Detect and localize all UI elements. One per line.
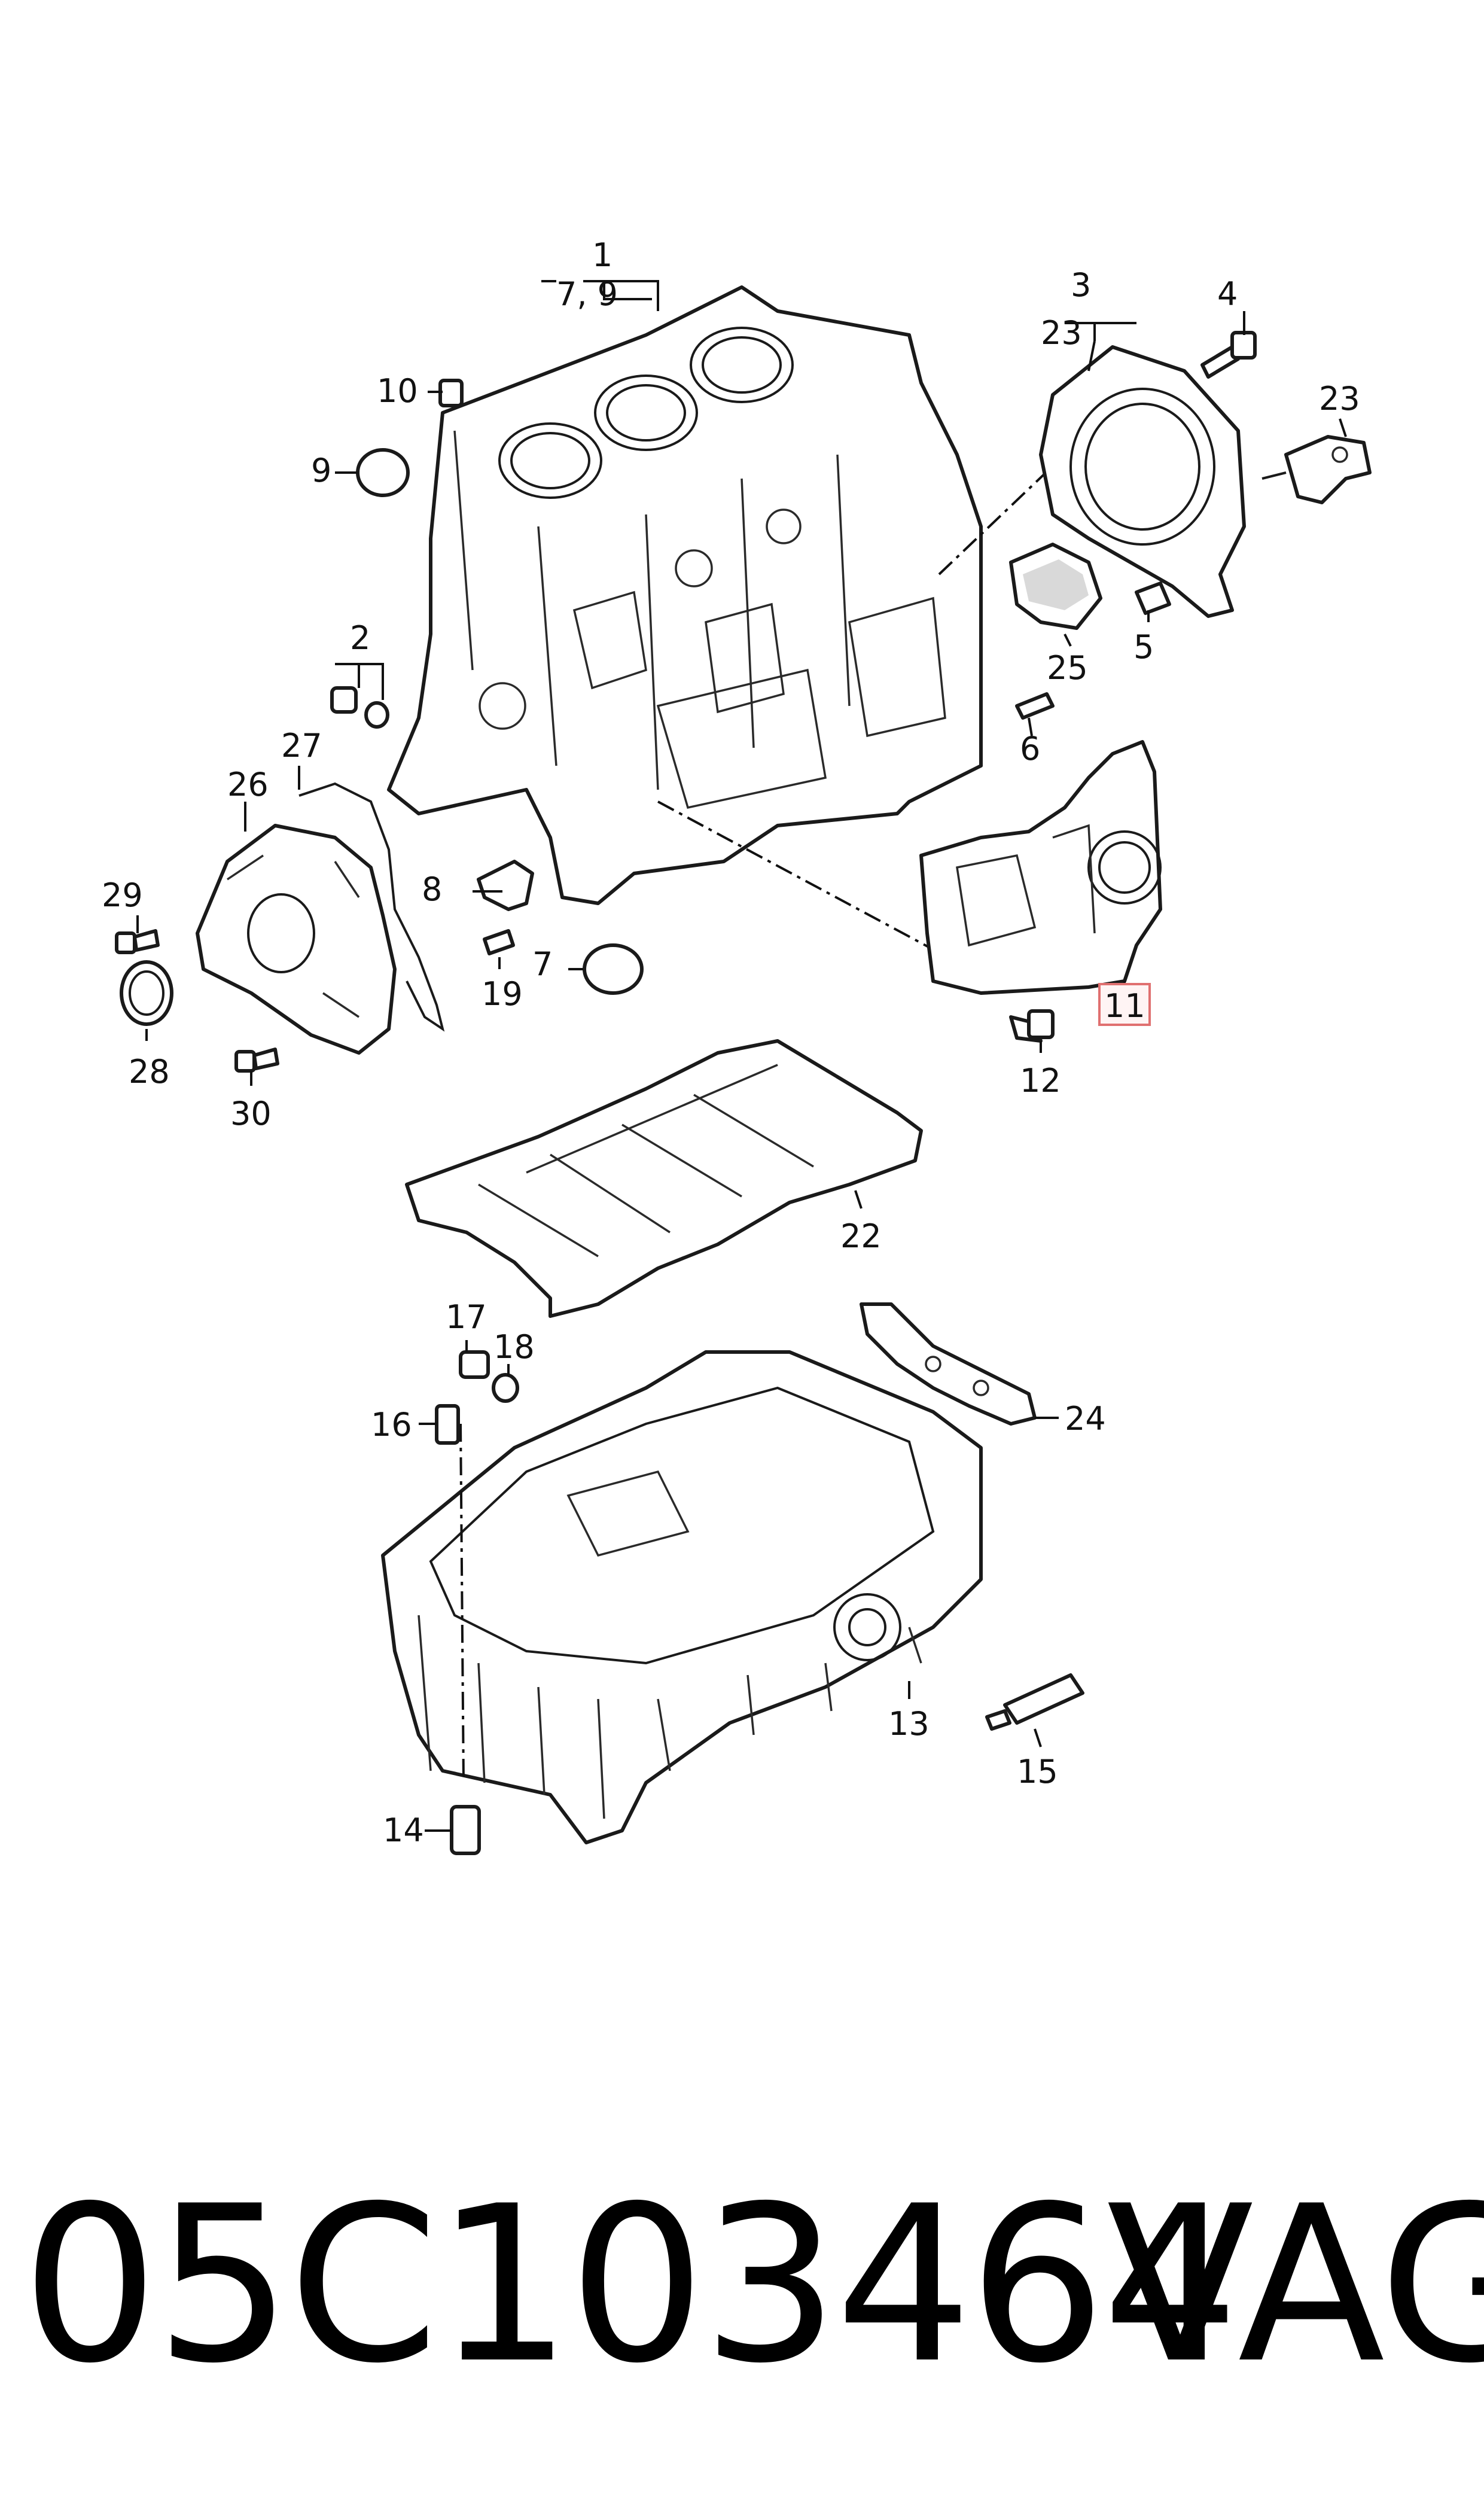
callout-29: 29 (102, 876, 143, 914)
callout-5: 5 (1133, 628, 1154, 666)
callout-9: 9 (311, 452, 331, 489)
sealant-tube-15 (985, 1673, 1084, 1731)
callout-16: 16 (371, 1406, 412, 1444)
callout-28: 28 (129, 1053, 170, 1091)
callout-15: 15 (1017, 1753, 1058, 1791)
sensor-bracket-23 (1261, 435, 1372, 504)
gasket-27 (298, 782, 445, 1032)
callout-19: 19 (482, 975, 523, 1013)
callout-3-sub: 23 (1041, 314, 1082, 352)
callout-2: 2 (350, 619, 370, 657)
callout-14: 14 (383, 1811, 424, 1849)
plug-9 (356, 448, 410, 497)
callout-24: 24 (1065, 1400, 1106, 1438)
engine-block (387, 285, 983, 905)
front-seal-flange-26 (196, 824, 397, 1055)
callout-8: 8 (422, 870, 442, 908)
callout-30: 30 (230, 1095, 272, 1132)
oil-pan-13 (381, 1350, 983, 1844)
cover-25 (1009, 543, 1102, 630)
rear-seal-flange (1039, 345, 1246, 618)
sleeve-16 (435, 1404, 460, 1445)
callout-3: 3 (1071, 266, 1091, 304)
callout-10: 10 (377, 372, 418, 410)
callout-17: 17 (446, 1298, 487, 1336)
oil-jet-8 (477, 860, 534, 911)
callout-18: 18 (493, 1328, 535, 1366)
stud-6 (1015, 692, 1055, 720)
bolt-29 (115, 929, 160, 954)
callout-25: 25 (1047, 649, 1088, 687)
leader-lines (136, 280, 1347, 1832)
dowel-5 (1135, 581, 1171, 615)
callout-1: 1 (592, 236, 613, 274)
callout-1-sub: 7, 9 (556, 275, 618, 313)
part-number: 05C103464 (22, 2160, 1239, 2410)
bolt-30 (234, 1048, 279, 1073)
seal-18 (492, 1373, 519, 1403)
callout-27: 27 (281, 727, 322, 765)
exploded-parts-diagram: 1 7, 9 2 3 23 4 5 6 7 8 9 10 11 12 13 14… (102, 236, 1372, 1855)
highlight-box-11 (1098, 983, 1151, 1026)
callout-26: 26 (227, 766, 269, 803)
oil-seal-28 (120, 960, 173, 1026)
sleeve-10 (438, 379, 464, 407)
callout-23: 23 (1319, 380, 1360, 418)
bolt-14 (450, 1805, 481, 1855)
bolt-4 (1200, 331, 1257, 379)
callout-13: 13 (888, 1705, 930, 1743)
callout-11: 11 (1104, 987, 1145, 1025)
plug-2 (330, 686, 389, 729)
plug-7 (583, 943, 644, 995)
callout-labels: 1 7, 9 2 3 23 4 5 6 7 8 9 10 11 12 13 14… (102, 236, 1360, 1849)
brand-label: VAG (1107, 2160, 1484, 2410)
callout-22: 22 (840, 1217, 882, 1255)
baffle-plate-22 (405, 1039, 923, 1318)
drain-plug-17 (459, 1350, 490, 1379)
callout-6: 6 (1020, 730, 1040, 768)
callout-4: 4 (1217, 275, 1238, 313)
dowel-19 (483, 929, 515, 955)
bolt-12 (1009, 1009, 1055, 1043)
callout-7: 7 (532, 945, 553, 983)
rear-housing-11 (919, 740, 1162, 995)
callout-12: 12 (1020, 1062, 1061, 1100)
